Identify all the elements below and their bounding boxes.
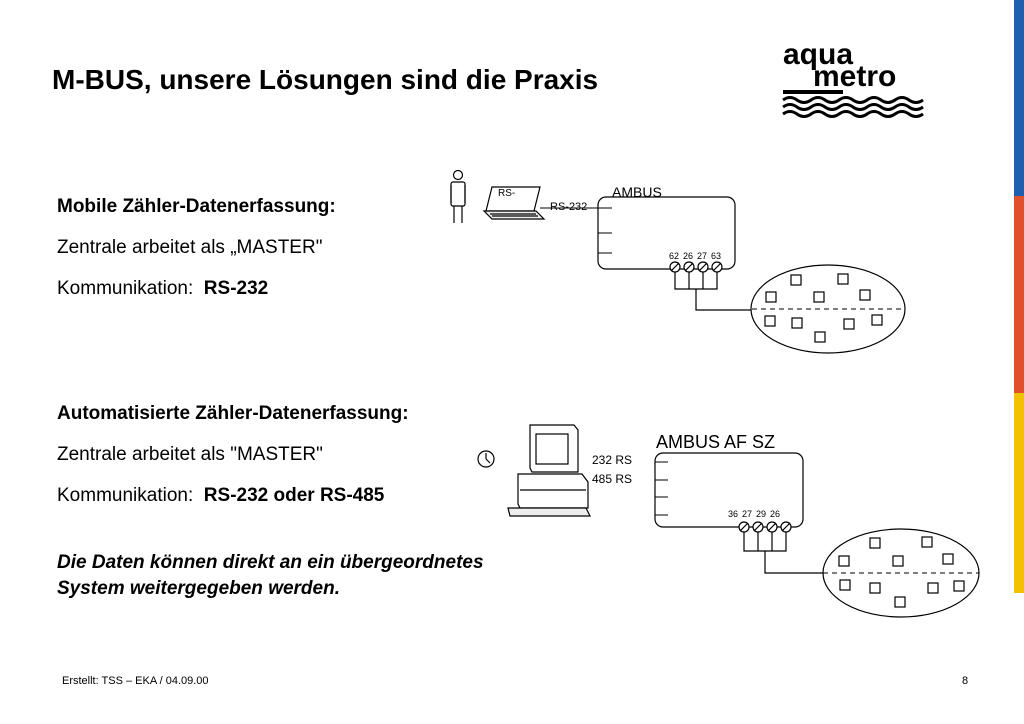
terminal-label: 26 <box>770 509 780 519</box>
page-title: M-BUS, unsere Lösungen sind die Praxis <box>52 64 599 95</box>
section2-master-line: Zentrale arbeitet als "MASTER" <box>57 444 323 465</box>
communication-label: Kommunikation: <box>57 485 194 506</box>
person-icon <box>450 169 466 223</box>
port2-label: 485 RS <box>592 472 632 486</box>
meter-icons <box>764 273 883 343</box>
section1-communication-line: Kommunikation: RS-232 <box>57 278 268 300</box>
stripe-red <box>1014 196 1024 393</box>
communication-value: RS-232 <box>203 278 269 299</box>
aqua-metro-logo: aqua metro <box>782 40 924 118</box>
terminal-label: 27 <box>697 251 707 261</box>
communication-value: RS-232 oder RS-485 <box>203 485 385 506</box>
section2-heading: Automatisierte Zähler-Datenerfassung: <box>57 403 409 424</box>
mobile-collection-diagram: RS- RS-232 AMBUS 62 26 27 63 <box>450 169 906 354</box>
terminal-label: 62 <box>669 251 679 261</box>
desktop-computer-icon <box>507 424 591 517</box>
section2-note: Die Daten können direkt an ein übergeord… <box>57 550 484 602</box>
clock-icon <box>477 450 495 468</box>
port1-label: 232 RS <box>592 453 632 467</box>
section1-heading: Mobile Zähler-Datenerfassung: <box>57 196 336 217</box>
laptop-icon <box>482 186 546 220</box>
laptop-label: RS- <box>498 188 515 199</box>
logo-text-metro: metro <box>813 60 896 93</box>
terminal-label: 63 <box>711 251 721 261</box>
automated-collection-diagram: 232 RS 485 RS AMBUS AF SZ 36 27 29 26 <box>477 424 980 618</box>
note-line-1: Die Daten können direkt an ein übergeord… <box>57 552 484 573</box>
meter-icons <box>838 536 965 608</box>
stripe-yellow <box>1014 393 1024 593</box>
note-line-2: System weitergegeben werden. <box>57 578 340 599</box>
port-label: RS-232 <box>550 201 587 213</box>
terminal-label: 26 <box>683 251 693 261</box>
section1-master-line: Zentrale arbeitet als „MASTER" <box>57 237 323 258</box>
device-label: AMBUS AF SZ <box>656 432 775 452</box>
communication-label: Kommunikation: <box>57 278 194 299</box>
device-label: AMBUS <box>612 184 662 200</box>
page-number: 8 <box>962 675 969 687</box>
logo-text-aqua: aqua <box>783 40 853 71</box>
terminal-label: 29 <box>756 509 766 519</box>
section2-communication-line: Kommunikation: RS-232 oder RS-485 <box>57 485 384 507</box>
terminal-label: 27 <box>742 509 752 519</box>
ambus-device <box>654 452 804 528</box>
footer-text: Erstellt: TSS – EKA / 04.09.00 <box>62 675 209 687</box>
terminal-label: 36 <box>728 509 738 519</box>
stripe-blue <box>1014 0 1024 196</box>
